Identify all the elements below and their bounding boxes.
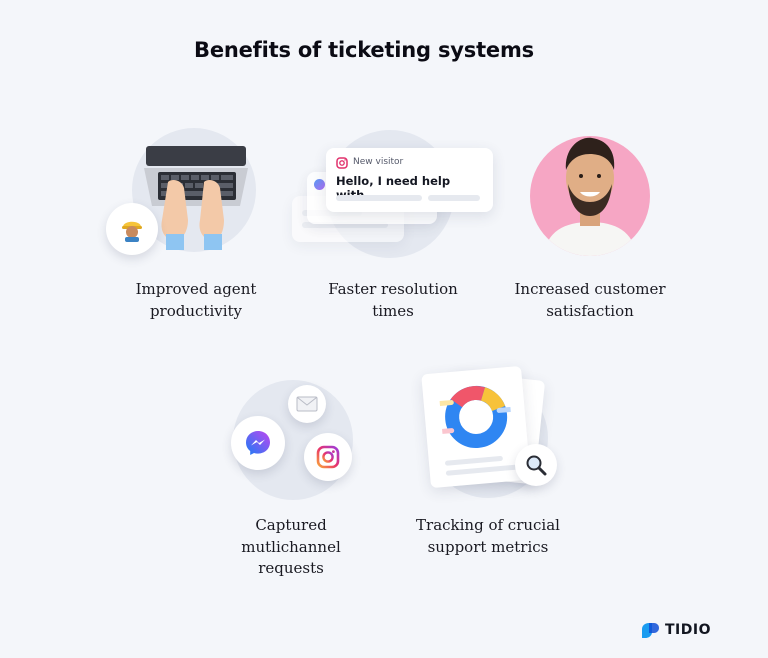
donut-chart-graphic [438,385,513,448]
right-hand [199,180,224,241]
messenger-badge [231,416,285,470]
left-hand [161,180,188,241]
benefit-caption: Captured mutlichannel requests [241,516,341,577]
benefit-caption: Faster resolution times [328,280,458,320]
chat-source-label: New visitor [353,157,404,167]
laptop-screen-edge [146,146,246,166]
report-sheet [421,365,531,489]
messenger-icon [314,179,325,190]
tidio-logo-icon [642,623,659,638]
laptop-typing-illustration [144,146,248,250]
tidio-logo: TIDIO [640,621,711,639]
smiling-customer-portrait [544,137,636,256]
messenger-icon [246,431,270,455]
tidio-logo-text: TIDIO [665,622,711,638]
instagram-icon [316,445,340,469]
instagram-icon [336,157,348,169]
benefit-caption: Tracking of crucial support metrics [416,516,560,556]
mail-badge [288,385,326,423]
benefit-caption: Improved agent productivity [135,280,257,320]
magnifier-icon [526,455,547,476]
mail-icon [296,396,318,412]
instagram-badge [304,433,352,481]
worker-emoji-badge [106,203,158,255]
construction-worker-icon [122,221,142,242]
benefit-caption: Increased customer satisfaction [514,280,666,320]
magnifier-badge [515,444,557,486]
pink-background-circle [530,136,650,256]
page-title: Benefits of ticketing systems [194,38,534,62]
chat-message-card: New visitor Hello, I need help with... [326,148,493,212]
